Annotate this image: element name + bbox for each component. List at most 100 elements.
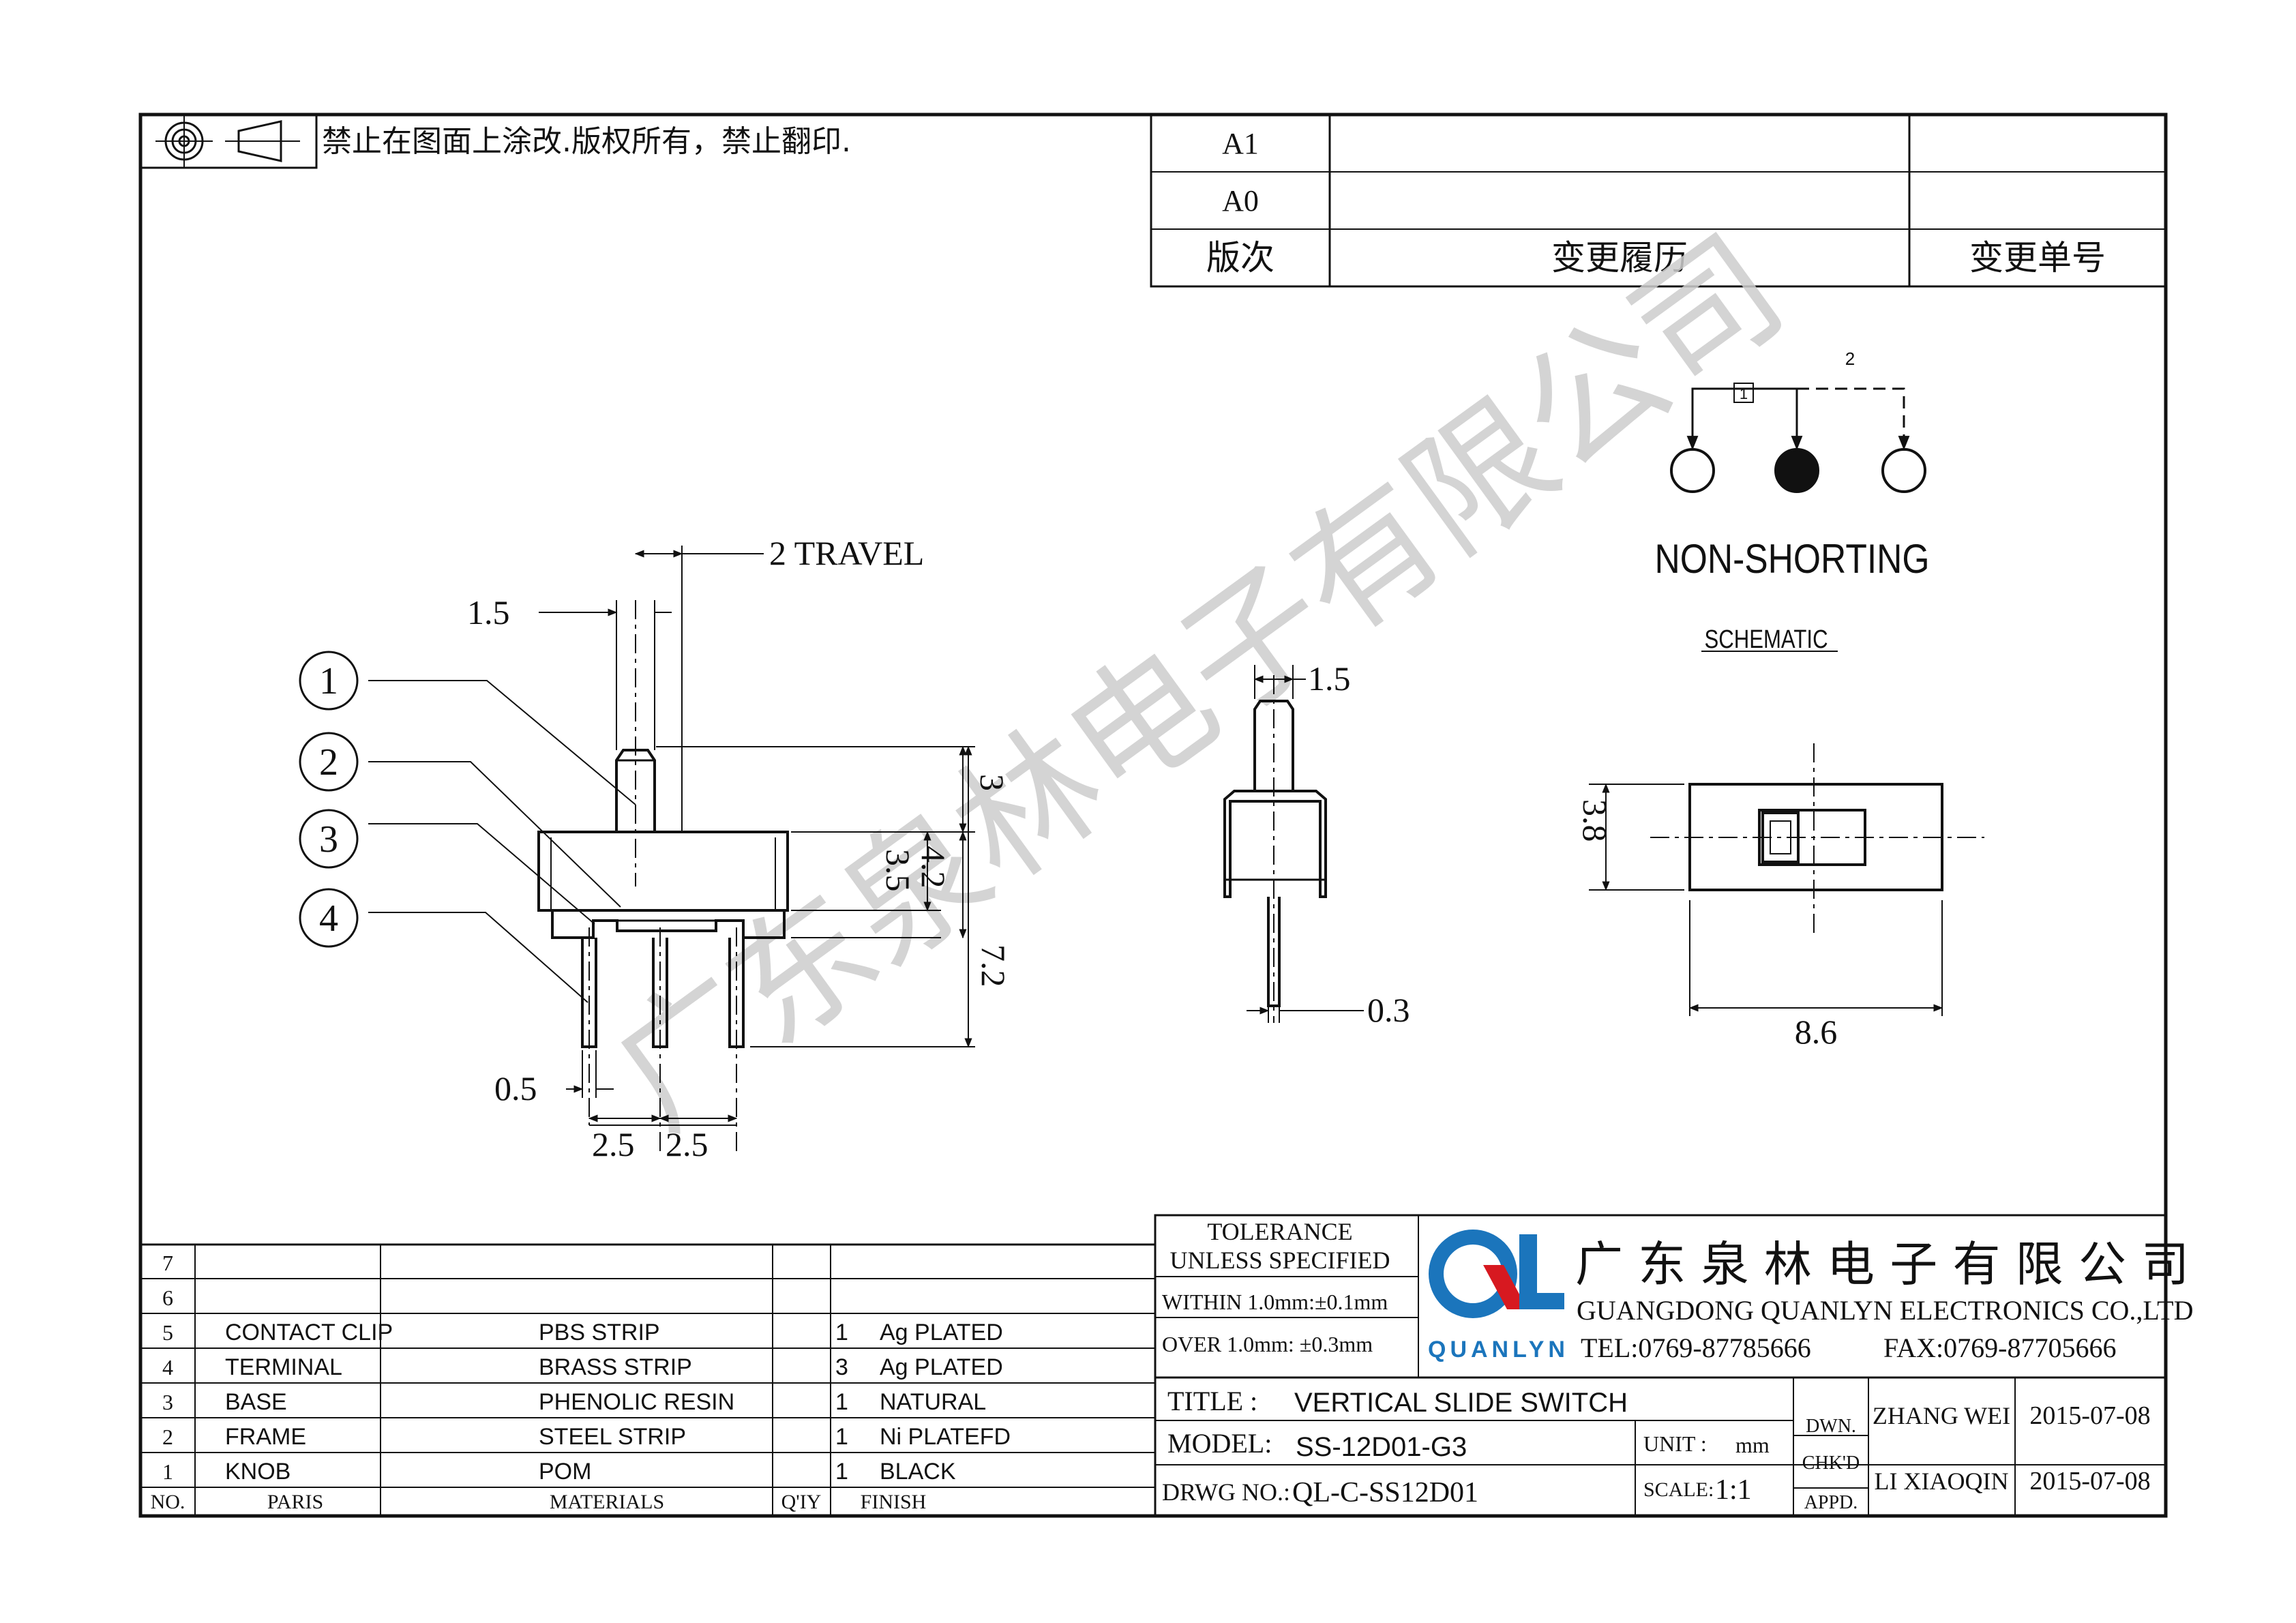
parts-row-material: STEEL STRIP bbox=[539, 1424, 686, 1450]
callout-balloon-1: 1 bbox=[299, 651, 359, 711]
company-tel: TEL:0769-87785666 bbox=[1581, 1332, 1811, 1363]
dim-top-length: 8.6 bbox=[1795, 1013, 1838, 1051]
svg-text:3: 3 bbox=[319, 818, 338, 861]
callout-balloon-4: 4 bbox=[299, 888, 359, 948]
company-name-cn: 广 东 泉 林 电 子 有 限 公 司 bbox=[1575, 1236, 2189, 1292]
schematic-title: NON-SHORTING bbox=[1654, 535, 1929, 582]
parts-row-no: 7 bbox=[162, 1251, 173, 1275]
parts-row-no: 4 bbox=[162, 1355, 173, 1380]
dim-top-width: 3.8 bbox=[1576, 799, 1614, 842]
schematic-terminal-common bbox=[1774, 448, 1819, 493]
parts-row-no: 5 bbox=[162, 1320, 173, 1345]
parts-row-finish: Ni PLATEFD bbox=[880, 1424, 1011, 1450]
projection-symbol-icon bbox=[139, 113, 318, 169]
tolerance-over: OVER 1.0mm: ±0.3mm bbox=[1162, 1332, 1373, 1356]
parts-row-part: BASE bbox=[225, 1389, 287, 1415]
dim-frame-height: 4.2 bbox=[914, 846, 953, 889]
drawn-by: ZHANG WEI bbox=[1873, 1402, 2010, 1429]
svg-text:4: 4 bbox=[319, 897, 338, 940]
schematic-diagram bbox=[1670, 383, 1926, 652]
model-value: SS-12D01-G3 bbox=[1296, 1432, 1467, 1462]
unit-value: mm bbox=[1735, 1433, 1770, 1457]
dim-side-pin-width: 0.3 bbox=[1367, 991, 1410, 1029]
drawn-date: 2015-07-08 bbox=[2029, 1401, 2150, 1430]
parts-row-no: 3 bbox=[162, 1390, 173, 1414]
parts-row-material: BRASS STRIP bbox=[539, 1354, 692, 1380]
dim-pitch-left: 2.5 bbox=[592, 1125, 635, 1163]
company-logo bbox=[1429, 1230, 1564, 1318]
svg-text:2: 2 bbox=[319, 741, 338, 784]
revision-table bbox=[1150, 113, 2167, 288]
drawing-no-label: DRWG NO.: bbox=[1162, 1478, 1290, 1506]
revision-history-header: 变更履历 bbox=[1551, 238, 1688, 278]
front-view bbox=[368, 546, 975, 1152]
parts-row-finish: Ag PLATED bbox=[880, 1354, 1003, 1380]
revision-version-header: 版次 bbox=[1206, 238, 1274, 278]
parts-row-part: CONTACT CLIP bbox=[225, 1320, 393, 1345]
switch-body bbox=[537, 831, 789, 912]
scale-value: 1:1 bbox=[1715, 1474, 1752, 1506]
dim-pitch-right: 2.5 bbox=[666, 1125, 709, 1163]
schematic-caption: SCHEMATIC bbox=[1704, 625, 1828, 654]
dim-overall-height: 7.2 bbox=[974, 944, 1013, 987]
company-fax: FAX:0769-87705666 bbox=[1883, 1332, 2116, 1363]
parts-row-no: 2 bbox=[162, 1425, 173, 1449]
drawn-label: DWN. bbox=[1806, 1416, 1856, 1437]
checked-label: CHK'D bbox=[1802, 1453, 1860, 1474]
tolerance-title-1: TOLERANCE bbox=[1207, 1218, 1352, 1245]
company-logo-text: QUANLYN bbox=[1428, 1337, 1569, 1363]
parts-header-material: MATERIALS bbox=[550, 1491, 664, 1513]
schematic-position-label: 2 bbox=[1845, 348, 1855, 369]
revision-row-a0: A0 bbox=[1222, 184, 1259, 218]
parts-row-finish: NATURAL bbox=[880, 1389, 986, 1415]
parts-row-no: 6 bbox=[162, 1285, 173, 1310]
tolerance-within: WITHIN 1.0mm:±0.1mm bbox=[1162, 1290, 1388, 1314]
drawing-no-value: QL-C-SS12D01 bbox=[1292, 1477, 1478, 1508]
callout-balloon-2: 2 bbox=[299, 732, 359, 792]
switch-base bbox=[551, 910, 786, 939]
scale-label: SCALE: bbox=[1643, 1478, 1714, 1501]
model-label: MODEL: bbox=[1167, 1428, 1272, 1459]
checked-by: LI XIAOQIN bbox=[1875, 1468, 2009, 1495]
company-name-en: GUANGDONG QUANLYN ELECTRONICS CO.,LTD bbox=[1577, 1295, 2194, 1326]
parts-row-part: FRAME bbox=[225, 1424, 306, 1450]
side-view bbox=[1223, 665, 1364, 1023]
revision-row-a1: A1 bbox=[1222, 127, 1259, 160]
parts-header-part: PARIS bbox=[267, 1491, 323, 1513]
parts-row-material: PBS STRIP bbox=[539, 1320, 660, 1345]
company-watermark: 广东泉林电子有限公司 bbox=[586, 206, 1812, 1159]
schematic-box-label: 1 bbox=[1740, 385, 1748, 402]
parts-row-material: PHENOLIC RESIN bbox=[539, 1389, 734, 1415]
dim-knob-width: 1.5 bbox=[467, 593, 510, 631]
dim-travel: 2 TRAVEL bbox=[769, 534, 924, 572]
top-view bbox=[1589, 743, 1984, 1016]
title-label: TITLE : bbox=[1167, 1386, 1257, 1416]
parts-row-qty: 3 bbox=[835, 1354, 848, 1380]
revision-change-no-header: 变更单号 bbox=[1969, 238, 2106, 278]
dim-pin-width: 0.5 bbox=[494, 1069, 537, 1107]
parts-row-no: 1 bbox=[162, 1459, 173, 1484]
dim-body-height: 3.5 bbox=[879, 849, 917, 892]
copyright-notice: 禁止在图面上涂改.版权所有，禁止翻印. bbox=[322, 124, 851, 159]
callout-balloon-3: 3 bbox=[299, 809, 359, 869]
checked-date: 2015-07-08 bbox=[2029, 1467, 2150, 1495]
parts-header-no: NO. bbox=[151, 1491, 185, 1513]
parts-header-finish: FINISH bbox=[861, 1491, 927, 1513]
title-block bbox=[1154, 1214, 2167, 1517]
dim-knob-height: 3 bbox=[973, 774, 1011, 791]
parts-row-finish: Ag PLATED bbox=[880, 1320, 1003, 1345]
approved-label: APPD. bbox=[1804, 1492, 1858, 1513]
unit-label: UNIT : bbox=[1643, 1431, 1707, 1456]
parts-row-part: TERMINAL bbox=[225, 1354, 342, 1380]
parts-row-finish: BLACK bbox=[880, 1459, 956, 1485]
parts-row-material: POM bbox=[539, 1459, 591, 1485]
parts-row-part: KNOB bbox=[225, 1459, 290, 1485]
title-value: VERTICAL SLIDE SWITCH bbox=[1294, 1388, 1628, 1418]
tolerance-title-2: UNLESS SPECIFIED bbox=[1169, 1247, 1390, 1274]
schematic-terminal-right bbox=[1881, 448, 1926, 493]
parts-table bbox=[139, 1243, 1157, 1517]
parts-row-qty: 1 bbox=[835, 1424, 848, 1450]
dim-side-knob-width: 1.5 bbox=[1308, 659, 1351, 698]
parts-table-rows: 7 6 5 CONTACT CLIP PBS STRIP 1 Ag PLATED 4 TERMI… bbox=[162, 1251, 1011, 1485]
